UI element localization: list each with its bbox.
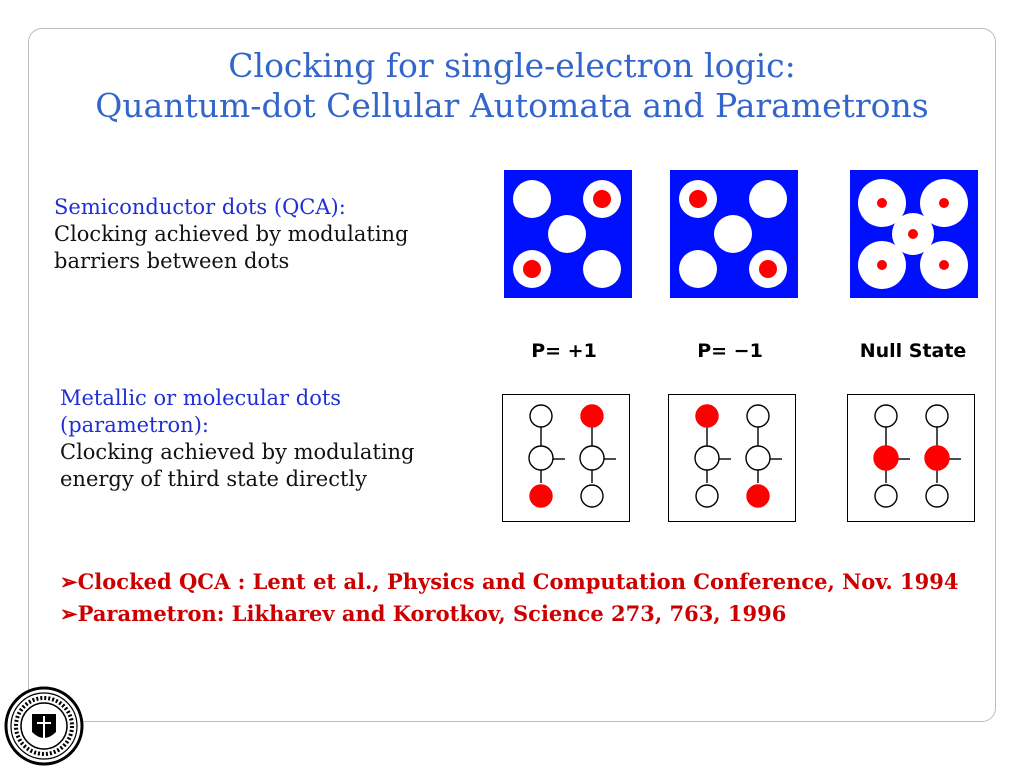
metallic-line-2: energy of third state directly bbox=[60, 467, 368, 491]
title-line-2: Quantum-dot Cellular Automata and Parame… bbox=[95, 86, 929, 125]
state-label-null: Null State bbox=[859, 340, 967, 362]
state-label-p-plus-1: P= +1 bbox=[531, 340, 597, 362]
parametron-cell-null bbox=[847, 394, 975, 522]
metallic-text-block: Metallic or molecular dots (parametron):… bbox=[60, 385, 415, 493]
references-list: ➢Clocked QCA : Lent et al., Physics and … bbox=[60, 566, 958, 630]
slide-title: Clocking for single-electron logic: Quan… bbox=[28, 46, 996, 126]
parametron-cell-p-minus-1 bbox=[668, 394, 796, 522]
parametron-cell-p-plus-1 bbox=[502, 394, 630, 522]
metallic-line-1: Clocking achieved by modulating bbox=[60, 440, 415, 464]
semiconductor-line-2: barriers between dots bbox=[54, 249, 290, 273]
reference-clocked-qca: ➢Clocked QCA : Lent et al., Physics and … bbox=[60, 569, 959, 594]
reference-parametron: ➢Parametron: Likharev and Korotkov, Scie… bbox=[60, 601, 787, 626]
semiconductor-heading: Semiconductor dots (QCA): bbox=[54, 195, 346, 219]
qca-cell-p-plus-1 bbox=[504, 170, 632, 298]
qca-cell-null bbox=[850, 170, 978, 298]
semiconductor-text-block: Semiconductor dots (QCA): Clocking achie… bbox=[54, 194, 409, 275]
university-seal-icon bbox=[4, 686, 84, 766]
qca-cell-p-minus-1 bbox=[670, 170, 798, 298]
state-label-p-minus-1: P= −1 bbox=[697, 340, 763, 362]
title-line-1: Clocking for single-electron logic: bbox=[228, 46, 796, 85]
slide-frame bbox=[28, 28, 996, 722]
metallic-heading-1: Metallic or molecular dots bbox=[60, 386, 342, 410]
metallic-heading-2: (parametron): bbox=[60, 413, 209, 437]
semiconductor-line-1: Clocking achieved by modulating bbox=[54, 222, 409, 246]
